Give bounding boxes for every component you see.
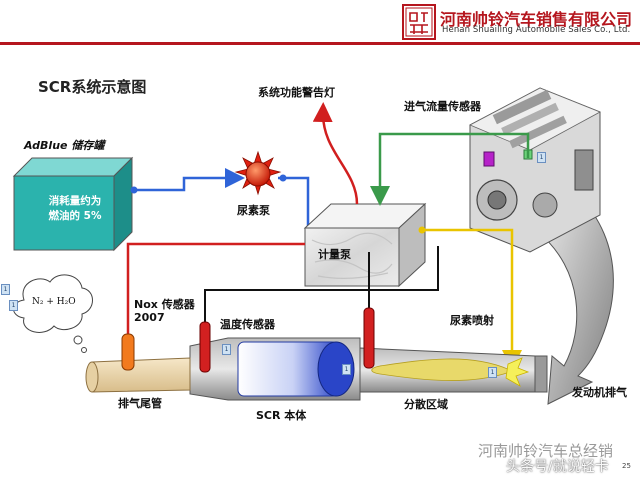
label-engine-exhaust: 发动机排气	[572, 386, 627, 399]
label-urea-pump: 尿素泵	[237, 204, 270, 217]
header-divider	[0, 42, 640, 45]
label-dispersion-zone: 分散区域	[404, 398, 448, 411]
tag-marker: 1	[9, 300, 18, 311]
tag-marker: 1	[1, 284, 10, 295]
slide-title: SCR系统示意图	[38, 78, 147, 96]
tag-marker: 1	[537, 152, 546, 163]
tank-consumption-note: 消耗量约为 燃油的 5%	[48, 195, 102, 222]
label-scr-body: SCR 本体	[256, 409, 307, 422]
label-warning-lamp: 系统功能警告灯	[258, 86, 335, 99]
watermark-line2: 头条号/就说轻卡	[506, 459, 609, 475]
tag-marker: 1	[488, 367, 497, 378]
label-urea-injection: 尿素喷射	[450, 314, 494, 327]
nox-sensor	[121, 333, 135, 371]
adblue-tank	[12, 156, 134, 252]
company-seal-logo	[402, 4, 436, 40]
tag-marker: 1	[342, 364, 351, 375]
emission-bubble	[13, 274, 93, 353]
company-name-cn: 河南帅铃汽车销售有限公司	[440, 10, 633, 29]
label-metering-pump: 计量泵	[318, 248, 351, 261]
label-adblue-tank: AdBlue 储存罐	[24, 139, 105, 152]
page-number: 25	[622, 462, 631, 470]
downstream-sensor	[363, 307, 375, 369]
exhaust-pipe	[85, 337, 548, 401]
tag-marker: 1	[222, 344, 231, 355]
label-temperature-sensor: 温度传感器	[220, 318, 275, 331]
label-air-flow-sensor: 进气流量传感器	[404, 100, 481, 113]
bubble-formula: N₂ + H₂O	[32, 297, 76, 307]
metering-pump	[303, 202, 427, 288]
temperature-sensor	[199, 321, 211, 373]
company-name-en: Henan Shuailing Automobile Sales Co., Lt…	[442, 25, 631, 35]
urea-pump	[234, 150, 282, 196]
watermark-line1: 河南帅铃汽车总经销	[478, 442, 614, 460]
label-tailpipe: 排气尾管	[118, 397, 162, 410]
label-nox-sensor: Nox 传感器 2007	[134, 298, 195, 324]
